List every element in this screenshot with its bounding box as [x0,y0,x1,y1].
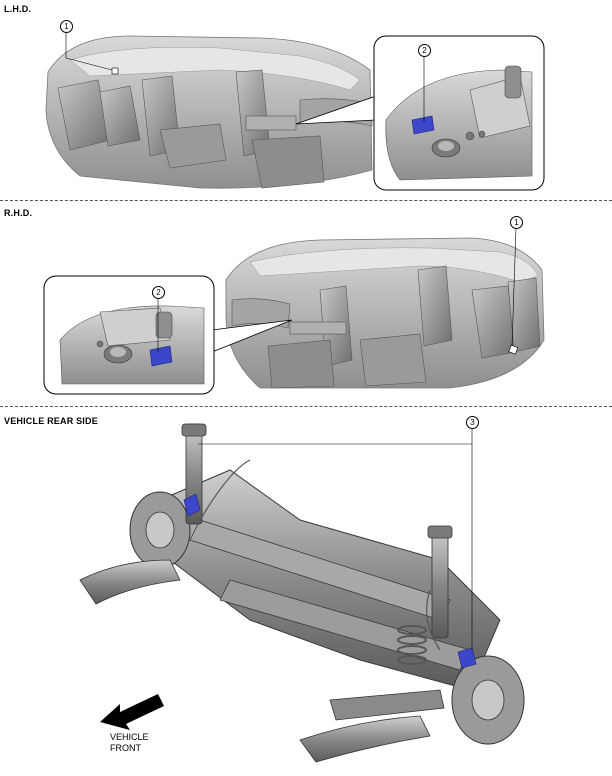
callout-2: 2 [418,44,431,57]
callout-1: 1 [510,216,523,229]
section-divider [0,200,612,201]
vehicle-front-label: VEHICLE FRONT [110,732,149,754]
vehicle-front-line1: VEHICLE [110,732,149,742]
callout-1: 1 [60,20,73,33]
sensor-marker-1 [508,344,519,355]
highlighted-module-2 [149,345,173,367]
rear-suspension-assembly [79,423,525,763]
section-label-rear: VEHICLE REAR SIDE [4,416,98,426]
section-label-lhd: L.H.D. [4,4,32,14]
section-label-rhd: R.H.D. [4,208,33,218]
callout-2: 2 [152,286,165,299]
section-divider [0,406,612,407]
rhd-vehicle-cabin [225,237,545,389]
rhd-console-inset [43,275,293,395]
vehicle-front-arrow [100,694,164,730]
sensor-marker-1 [111,67,119,75]
highlighted-module-2 [411,115,435,135]
callout-3: 3 [466,416,479,429]
vehicle-front-line2: FRONT [110,743,141,753]
lhd-console-inset [295,35,545,191]
lhd-vehicle-cabin [45,35,373,189]
highlighted-sensor-3 [457,647,477,669]
highlighted-sensor-3 [183,493,201,517]
